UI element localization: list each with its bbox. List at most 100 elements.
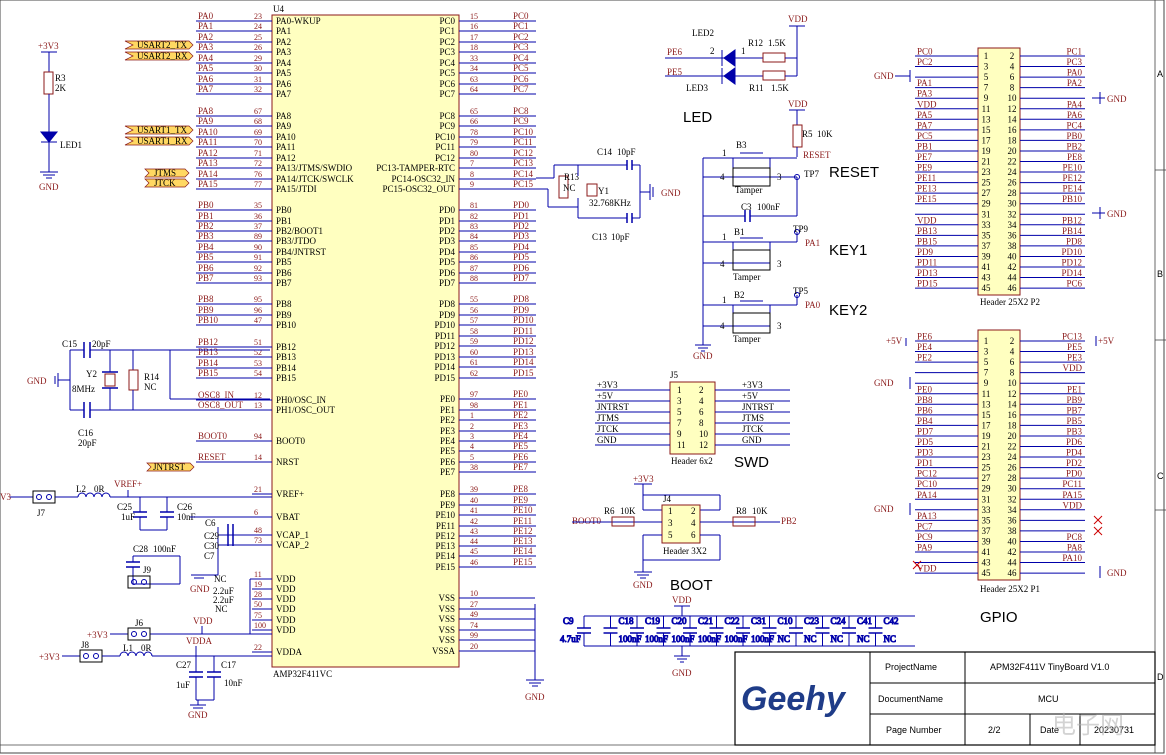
header-right-net: PB2 — [1066, 141, 1082, 151]
pin-name: PE13 — [435, 541, 455, 551]
decap-value: 100nF — [751, 634, 774, 644]
pin-name: PA0-WKUP — [276, 16, 321, 26]
port-usart2-tx-shape — [124, 40, 194, 50]
pin-name: PC9 — [439, 121, 455, 131]
header-right-net: PA4 — [1067, 99, 1083, 109]
pin-name: PE3 — [440, 426, 456, 436]
pin-name: PD12 — [434, 341, 455, 351]
decoupling-caps: VDD C94.7uFC18100nFC19100nFC20100nFC2110… — [560, 595, 915, 678]
pin-number: 83 — [470, 222, 478, 231]
pin-net-label: PD14 — [513, 357, 534, 367]
boot-circuit: +3V3 J4 1 2 3 4 5 6 BOOT0 R6 10K R8 10K … — [572, 474, 797, 594]
r5-ref: R5 — [802, 129, 813, 139]
header-right-net: PE5 — [1067, 342, 1083, 352]
pin-net-label: PC13 — [513, 158, 534, 168]
pin-net-label: PA11 — [198, 137, 217, 147]
pin-name: PE8 — [440, 489, 456, 499]
pin-number: 18 — [470, 43, 478, 52]
swd-pin-b: 10 — [699, 429, 709, 439]
swd-right-net: JTCK — [742, 424, 764, 434]
pin-number: 59 — [470, 337, 478, 346]
pin-name: PA11 — [276, 142, 295, 152]
pin-net-label: PD5 — [513, 252, 530, 262]
r3-body — [43, 71, 54, 95]
header-right-net: PA2 — [1067, 78, 1082, 88]
pin-net-label: PA0 — [198, 11, 214, 21]
pin-name: PE9 — [440, 500, 456, 510]
j7-pin — [46, 494, 52, 500]
pin-number: 14 — [254, 453, 262, 462]
pin-name: PH1/OSC_OUT — [276, 405, 336, 415]
pin-number: 93 — [254, 274, 262, 283]
pin-net-label: PA1 — [198, 21, 213, 31]
header-pin-b: 30 — [1008, 199, 1018, 209]
pin-number: 54 — [254, 369, 262, 378]
pin-number: 69 — [254, 128, 262, 137]
c15-ref: C15 — [62, 339, 78, 349]
pin-name: PB8 — [276, 299, 292, 309]
decap-ref: C9 — [563, 616, 574, 626]
pin-number: 62 — [470, 369, 478, 378]
pin-net-label: PD10 — [513, 315, 534, 325]
pin-number: 17 — [470, 33, 478, 42]
pin-number: 20 — [470, 642, 478, 651]
pin-net-label: PD3 — [513, 231, 530, 241]
pin-name: PC6 — [439, 79, 455, 89]
decap-value: NC — [804, 634, 817, 644]
j7-ref: J7 — [37, 508, 46, 518]
b1-pin1: 1 — [722, 232, 727, 242]
gnd-label: GND — [1107, 568, 1127, 578]
decap-value: NC — [831, 634, 844, 644]
pin-number: 40 — [470, 496, 478, 505]
port-usart1-rx: USART1_RX — [137, 136, 188, 146]
pin-net-label: PE11 — [513, 516, 532, 526]
vdd-label: VDD — [672, 595, 692, 605]
header-right-net: PB10 — [1062, 194, 1083, 204]
pin-name: PA13/JTMS/SWDIO — [276, 163, 353, 173]
pin-number: 27 — [470, 600, 478, 609]
header-left-net: PE2 — [917, 353, 932, 363]
b2-body — [732, 312, 771, 334]
c29-ref: C29 — [204, 531, 220, 541]
decap-value: 100nF — [725, 634, 748, 644]
pin-number: 10 — [470, 589, 478, 598]
c3-value: 100nF — [757, 202, 780, 212]
c30-ref: C30 — [204, 541, 220, 551]
header-pin-a: 11 — [982, 389, 991, 399]
pe6-net: PE6 — [667, 47, 683, 57]
vref-label: VREF+ — [114, 479, 142, 489]
pin-name: PB1 — [276, 216, 292, 226]
pin-number: 63 — [470, 75, 478, 84]
b2-pin3: 3 — [777, 321, 782, 331]
pin-name: VDD — [276, 594, 296, 604]
pin-number: 52 — [254, 348, 262, 357]
p1-body — [977, 329, 1021, 581]
pin-net-label: PA7 — [198, 84, 214, 94]
header-right-net: PC1 — [1066, 47, 1082, 57]
pin-name: PD9 — [439, 310, 456, 320]
pin-net-label: PE7 — [513, 462, 529, 472]
pin-number: 1 — [470, 411, 474, 420]
header-pin-a: 1 — [984, 336, 989, 346]
header-right-net: PD0 — [1066, 469, 1083, 479]
